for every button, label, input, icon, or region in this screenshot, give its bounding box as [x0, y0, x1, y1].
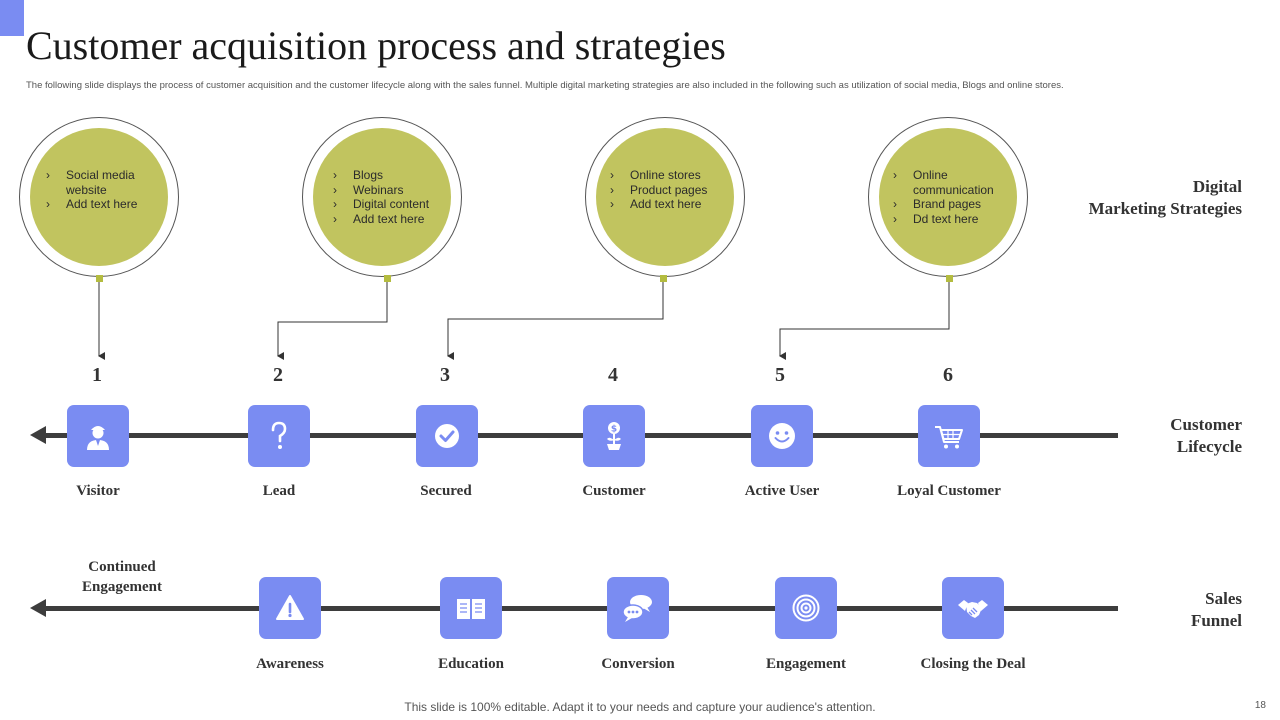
lifecycle-arrow-icon	[30, 426, 46, 444]
continued-engagement-line: Continued	[88, 559, 156, 575]
step-number: 3	[440, 364, 450, 386]
funnel-tile-awareness	[259, 577, 321, 639]
funnel-stage-label: Conversion	[601, 656, 675, 672]
strategy-item: Online communication	[893, 168, 1005, 197]
handshake-icon	[958, 600, 988, 618]
funnel-tile-engagement	[775, 577, 837, 639]
lifecycle-timeline	[40, 433, 1118, 438]
step-number: 1	[92, 364, 102, 386]
stage-tile-visitor	[67, 405, 129, 467]
stage-label: Customer	[582, 483, 646, 499]
strategy-item: Product pages	[610, 183, 728, 198]
funnel-timeline	[40, 606, 1118, 611]
strategy-list-2: Blogs Webinars Digital content Add text …	[333, 168, 451, 226]
connector-4	[779, 281, 950, 360]
funnel-stage-label: Engagement	[766, 656, 846, 672]
svg-text:$: $	[611, 425, 617, 435]
money-plant-icon: $	[607, 422, 621, 450]
row-label-line: Sales	[1205, 589, 1242, 608]
row-label-customer-lifecycle: Customer Lifecycle	[1100, 414, 1242, 458]
funnel-tile-closing-the-deal	[942, 577, 1004, 639]
funnel-stage-label: Awareness	[256, 656, 324, 672]
strategy-item: Dd text here	[893, 212, 1005, 227]
stage-tile-loyal-customer	[918, 405, 980, 467]
strategy-item: Add text here	[333, 212, 451, 227]
continued-engagement-line: Engagement	[82, 579, 162, 595]
stage-label: Loyal Customer	[897, 483, 1001, 499]
row-label-line: Customer	[1170, 415, 1242, 434]
footer-note: This slide is 100% editable. Adapt it to…	[404, 700, 876, 714]
row-label-digital-marketing: Digital Marketing Strategies	[1040, 176, 1242, 220]
stage-label: Active User	[744, 483, 820, 499]
strategy-list-1: Social media website Add text here	[46, 168, 162, 212]
chat-icon	[622, 595, 652, 622]
strategy-list-4: Online communication Brand pages Dd text…	[893, 168, 1005, 226]
row-label-line: Digital	[1192, 177, 1242, 196]
step-number: 4	[608, 364, 618, 386]
funnel-arrow-icon	[30, 599, 46, 617]
strategy-item: Social media website	[46, 168, 162, 197]
funnel-stage-label: Education	[438, 656, 504, 672]
row-label-line: Funnel	[1190, 611, 1242, 630]
stage-tile-lead	[248, 405, 310, 467]
stage-tile-active-user	[751, 405, 813, 467]
connector-dot	[384, 275, 391, 282]
user-icon	[87, 426, 109, 450]
page-subtitle: The following slide displays the process…	[26, 80, 1064, 91]
question-icon	[271, 421, 287, 449]
strategy-item: Add text here	[610, 197, 728, 212]
page-number: 18	[1254, 700, 1266, 711]
smiley-icon	[769, 423, 795, 449]
stage-tile-secured	[416, 405, 478, 467]
funnel-tile-conversion	[607, 577, 669, 639]
connector-2	[277, 281, 388, 360]
corner-accent	[0, 0, 24, 36]
connector-dot	[660, 275, 667, 282]
step-number: 2	[273, 364, 283, 386]
connector-dot	[96, 275, 103, 282]
page-title: Customer acquisition process and strateg…	[26, 23, 726, 68]
stage-tile-customer: $	[583, 405, 645, 467]
connector-3	[447, 281, 664, 360]
target-icon	[792, 594, 820, 622]
checkmark-icon	[435, 424, 459, 448]
stage-label: Secured	[420, 483, 472, 499]
strategy-list-3: Online stores Product pages Add text her…	[610, 168, 728, 212]
step-number: 6	[943, 364, 953, 386]
strategy-item: Blogs	[333, 168, 451, 183]
warning-icon	[276, 595, 304, 620]
stage-label: Visitor	[76, 483, 120, 499]
connector-dot	[946, 275, 953, 282]
row-label-line: Marketing Strategies	[1088, 199, 1242, 218]
funnel-stage-label: Closing the Deal	[920, 656, 1026, 672]
row-label-sales-funnel: Sales Funnel	[1100, 588, 1242, 632]
step-number: 5	[775, 364, 785, 386]
funnel-tile-education	[440, 577, 502, 639]
strategy-item: Digital content	[333, 197, 451, 212]
stage-label: Lead	[262, 483, 296, 499]
strategy-item: Webinars	[333, 183, 451, 198]
strategy-item: Online stores	[610, 168, 728, 183]
book-icon	[457, 599, 485, 619]
row-label-line: Lifecycle	[1176, 437, 1242, 456]
cart-icon	[935, 426, 963, 449]
strategy-item: Add text here	[46, 197, 162, 212]
continued-engagement-label: Continued Engagement	[62, 557, 182, 597]
strategy-item: Brand pages	[893, 197, 1005, 212]
